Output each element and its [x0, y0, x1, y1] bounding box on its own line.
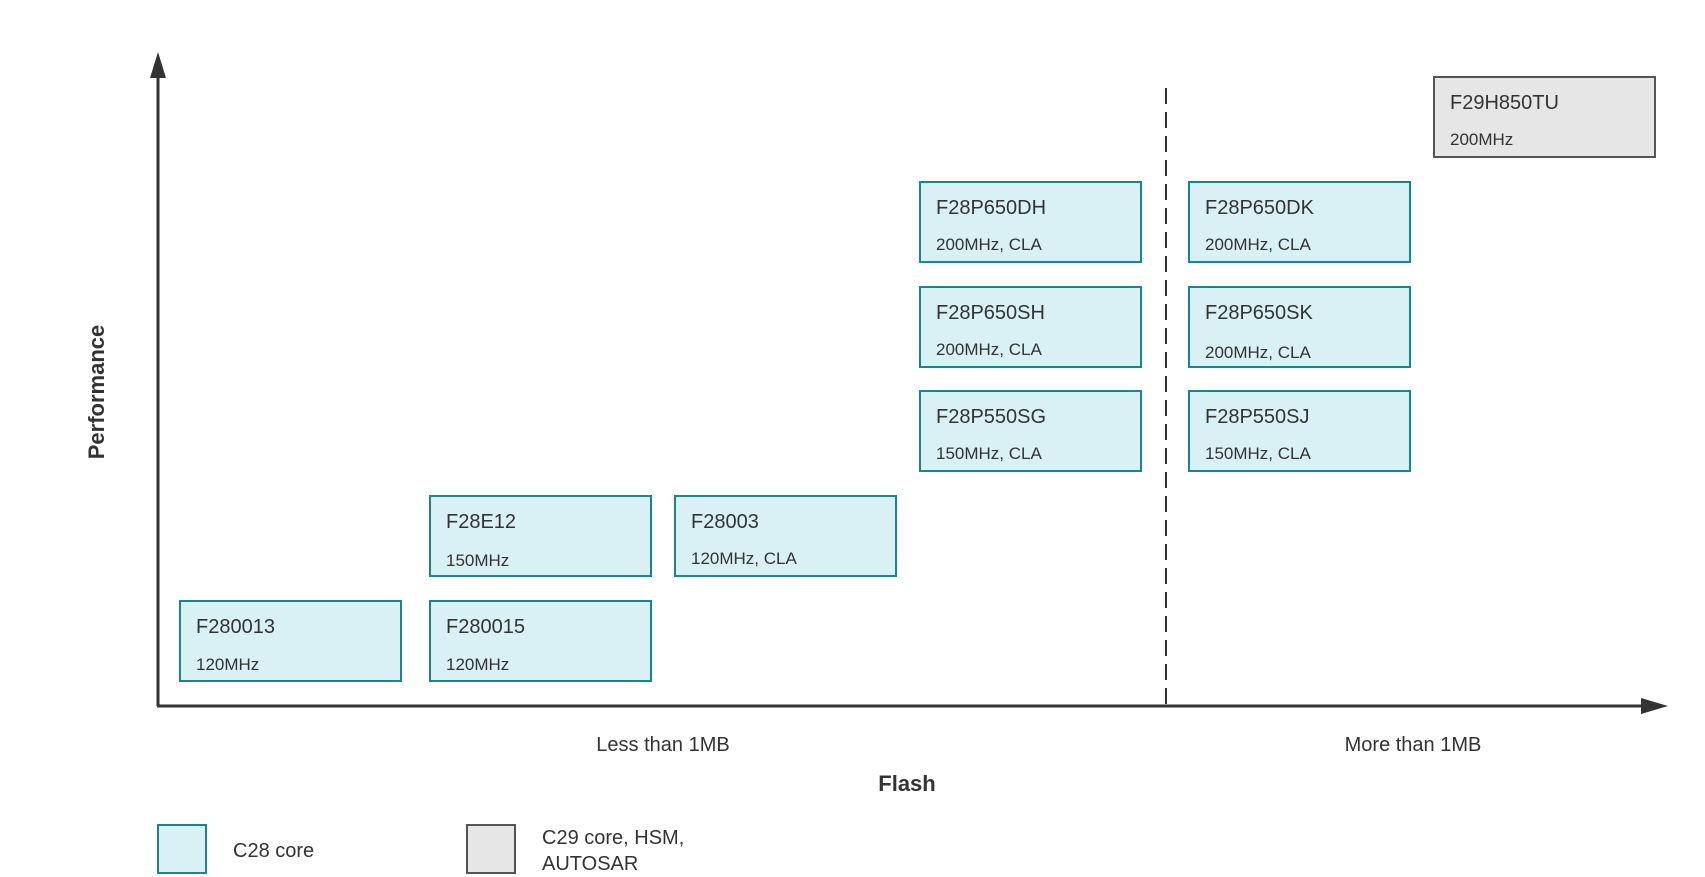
device-box-f28e12: F28E12 150MHz: [429, 495, 652, 577]
device-name: F28P650DH: [936, 197, 1046, 219]
device-box-f29h850tu: F29H850TU 200MHz: [1433, 76, 1656, 158]
device-box-rect: [674, 495, 897, 577]
device-box-f28p550sj: F28P550SJ 150MHz, CLA: [1188, 390, 1411, 472]
device-name: F28003: [691, 511, 759, 533]
device-box-rect: [1188, 390, 1411, 472]
legend-label-c29-line1: C29 core, HSM,: [542, 827, 684, 849]
device-name: F28P650DK: [1205, 197, 1315, 219]
device-box-f280015: F280015 120MHz: [429, 600, 652, 682]
device-box-f28p550sg: F28P550SG 150MHz, CLA: [919, 390, 1142, 472]
legend-label-c29-line2: AUTOSAR: [542, 853, 638, 875]
device-name: F280013: [196, 616, 275, 638]
legend-swatch-c28: [157, 824, 207, 874]
device-name: F280015: [446, 616, 525, 638]
device-box-f28003: F28003 120MHz, CLA: [674, 495, 897, 577]
device-box-rect: [919, 286, 1142, 368]
device-name: F28E12: [446, 511, 516, 533]
legend-label-c28: C28 core: [233, 840, 314, 862]
legend-swatch-c29: [466, 824, 516, 874]
device-spec: 200MHz, CLA: [1205, 235, 1311, 254]
y-axis-title: Performance: [84, 325, 109, 460]
legend-item-c28: C28 core: [157, 824, 314, 874]
region-label-more-than-1mb: More than 1MB: [1345, 734, 1482, 756]
device-box-rect: [429, 495, 652, 577]
device-spec: 200MHz, CLA: [936, 235, 1042, 254]
device-spec: 120MHz: [196, 655, 259, 674]
device-box-rect: [919, 390, 1142, 472]
device-box-rect: [1433, 76, 1656, 158]
legend-item-c29: C29 core, HSM, AUTOSAR: [466, 824, 684, 875]
device-name: F29H850TU: [1450, 92, 1559, 114]
device-box-f28p650sk: F28P650SK 200MHz, CLA: [1188, 286, 1411, 368]
device-name: F28P550SJ: [1205, 406, 1310, 428]
device-box-f28p650dk: F28P650DK 200MHz, CLA: [1188, 181, 1411, 263]
device-spec: 150MHz: [446, 551, 509, 570]
device-box-rect: [1188, 181, 1411, 263]
legend: C28 core C29 core, HSM, AUTOSAR: [157, 824, 684, 875]
device-spec: 150MHz, CLA: [1205, 444, 1311, 463]
device-box-rect: [179, 600, 402, 682]
device-spec: 120MHz, CLA: [691, 549, 797, 568]
device-box-rect: [919, 181, 1142, 263]
device-box-rect: [429, 600, 652, 682]
device-spec: 200MHz, CLA: [936, 340, 1042, 359]
device-box-f28p650dh: F28P650DH 200MHz, CLA: [919, 181, 1142, 263]
device-box-f280013: F280013 120MHz: [179, 600, 402, 682]
device-spec: 200MHz: [1450, 130, 1513, 149]
device-name: F28P650SH: [936, 302, 1045, 324]
x-axis-title: Flash: [878, 771, 935, 796]
y-axis-arrowhead: [150, 52, 166, 78]
region-label-less-than-1mb: Less than 1MB: [596, 734, 729, 756]
device-spec: 150MHz, CLA: [936, 444, 1042, 463]
device-name: F28P550SG: [936, 406, 1046, 428]
device-box-rect: [1188, 286, 1411, 368]
x-axis-arrowhead: [1641, 698, 1668, 714]
device-spec: 200MHz, CLA: [1205, 343, 1311, 362]
device-name: F28P650SK: [1205, 302, 1314, 324]
device-box-f28p650sh: F28P650SH 200MHz, CLA: [919, 286, 1142, 368]
device-spec: 120MHz: [446, 655, 509, 674]
